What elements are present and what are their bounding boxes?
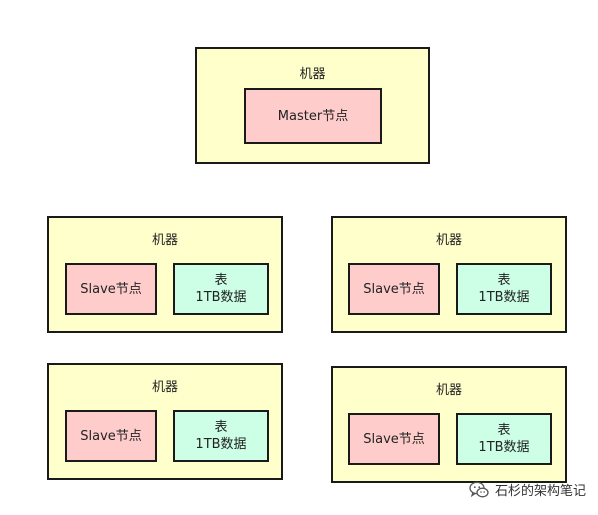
master-node: Master节点	[244, 88, 382, 144]
slave-node-label: Slave节点	[80, 281, 142, 297]
slave-node-label: Slave节点	[80, 428, 142, 444]
master-node-label: Master节点	[277, 108, 349, 124]
machine-label: 机器	[151, 380, 178, 395]
table-title: 表	[497, 273, 511, 288]
watermark: 石杉的架构笔记	[469, 480, 586, 499]
table-size: 1TB数据	[195, 437, 247, 452]
wechat-icon	[469, 481, 489, 497]
table-node: 表 1TB数据	[456, 263, 552, 315]
table-node: 表 1TB数据	[456, 413, 552, 465]
slave-machine-4: 机器 Slave节点 表 1TB数据	[331, 366, 567, 483]
table-node: 表 1TB数据	[173, 263, 269, 315]
table-size: 1TB数据	[478, 290, 530, 305]
table-title: 表	[214, 273, 228, 288]
table-size: 1TB数据	[195, 290, 247, 305]
table-title: 表	[497, 423, 511, 438]
machine-label: 机器	[435, 383, 462, 398]
slave-node: Slave节点	[348, 413, 440, 465]
slave-node: Slave节点	[65, 410, 157, 462]
master-machine: 机器 Master节点	[195, 47, 430, 164]
table-node: 表 1TB数据	[173, 410, 269, 462]
table-title: 表	[214, 420, 228, 435]
slave-machine-1: 机器 Slave节点 表 1TB数据	[47, 216, 283, 333]
slave-machine-2: 机器 Slave节点 表 1TB数据	[331, 216, 567, 333]
slave-node-label: Slave节点	[363, 431, 425, 447]
machine-label: 机器	[151, 233, 178, 248]
machine-label: 机器	[435, 233, 462, 248]
slave-node: Slave节点	[65, 263, 157, 315]
slave-node-label: Slave节点	[363, 281, 425, 297]
machine-label: 机器	[299, 67, 326, 82]
table-size: 1TB数据	[478, 440, 530, 455]
watermark-text: 石杉的架构笔记	[494, 484, 586, 499]
slave-node: Slave节点	[348, 263, 440, 315]
slave-machine-3: 机器 Slave节点 表 1TB数据	[47, 363, 283, 480]
